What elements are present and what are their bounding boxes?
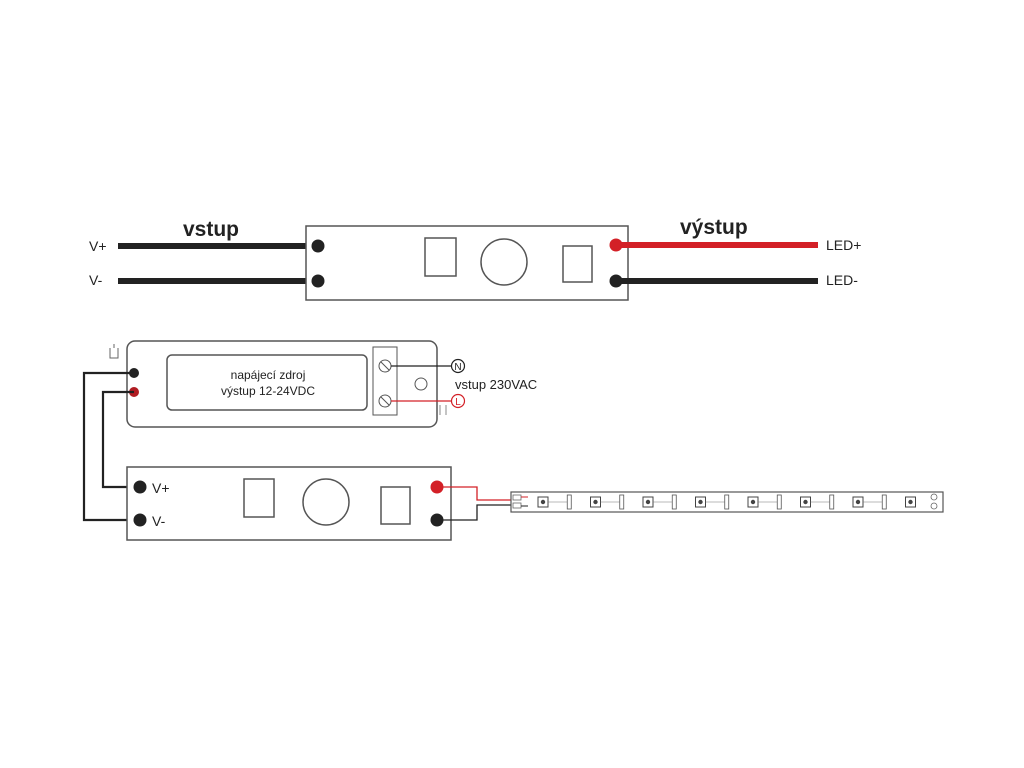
dimmer-knob-top xyxy=(480,238,528,286)
ac-terminal-block xyxy=(372,346,398,416)
led-connection-wires xyxy=(437,486,513,521)
dimmer-button-left-bottom xyxy=(243,478,275,518)
led-chip-dot xyxy=(540,499,546,505)
input-plus-terminal xyxy=(311,239,325,253)
top-wiring-diagram: vstup výstup V+ V- LED+ LED- xyxy=(89,216,861,301)
led-strip xyxy=(510,491,944,513)
dimmer-module-bottom-body xyxy=(126,466,452,541)
psu-left-clip xyxy=(109,344,119,359)
strip-resistor xyxy=(881,494,887,510)
strip-resistor xyxy=(724,494,730,510)
power-supply-line2: výstup 12-24VDC xyxy=(221,384,315,398)
led-chip-dot xyxy=(593,499,598,505)
input-plus-label: V+ xyxy=(89,238,107,254)
dimmer-module-top xyxy=(305,225,629,301)
led-minus-wire xyxy=(437,504,513,521)
dimmer-knob-bottom xyxy=(302,478,350,526)
input-minus-terminal xyxy=(311,274,325,288)
strip-resistor xyxy=(829,494,835,510)
power-supply-label-panel xyxy=(166,354,368,411)
strip-resistor xyxy=(566,494,572,510)
dc-connection-wires xyxy=(82,371,140,522)
strip-resistor xyxy=(776,494,782,510)
power-supply-body xyxy=(126,340,438,428)
neutral-terminal-label: N xyxy=(454,362,461,373)
module-input-minus-label: V- xyxy=(152,513,166,529)
led-chip-dot xyxy=(645,499,651,505)
module-input-plus-label: V+ xyxy=(152,480,170,496)
input-heading: vstup xyxy=(183,218,239,241)
dimmer-button-left-top xyxy=(424,237,457,277)
strip-start-pads xyxy=(512,494,528,509)
strip-resistor xyxy=(671,494,677,510)
psu-right-clip xyxy=(439,405,447,415)
dc-minus-wire xyxy=(82,371,140,522)
input-minus-label: V- xyxy=(89,272,103,288)
led-chip-dot xyxy=(803,499,808,505)
psu-indicator xyxy=(414,377,428,391)
output-plus-label: LED+ xyxy=(826,237,861,253)
dimmer-module-bottom: V+ V- xyxy=(126,466,452,541)
strip-resistor xyxy=(619,494,625,510)
power-supply: napájecí zdroj výstup 12-24VDC N L vstup… xyxy=(109,340,537,428)
power-supply-line1: napájecí zdroj xyxy=(231,368,306,382)
output-minus-label: LED- xyxy=(826,272,858,288)
live-terminal-label: L xyxy=(455,397,461,408)
live-terminal xyxy=(450,393,466,409)
module-input-minus-terminal xyxy=(133,513,147,527)
led-chip-dot xyxy=(908,499,913,505)
dimmer-button-right-bottom xyxy=(380,486,411,525)
dimmer-button-right-top xyxy=(562,245,593,283)
dc-plus-wire xyxy=(101,390,140,489)
led-chips xyxy=(537,494,916,510)
module-input-plus-terminal xyxy=(133,480,147,494)
strip-end-pads xyxy=(930,493,938,510)
led-plus-wire xyxy=(437,486,513,501)
led-chip-dot xyxy=(750,499,756,505)
ac-input-label: vstup 230VAC xyxy=(455,377,537,392)
neutral-terminal xyxy=(450,358,466,374)
output-heading: výstup xyxy=(680,216,748,239)
led-chip-dot xyxy=(698,499,703,505)
led-chip-dot xyxy=(855,499,861,505)
